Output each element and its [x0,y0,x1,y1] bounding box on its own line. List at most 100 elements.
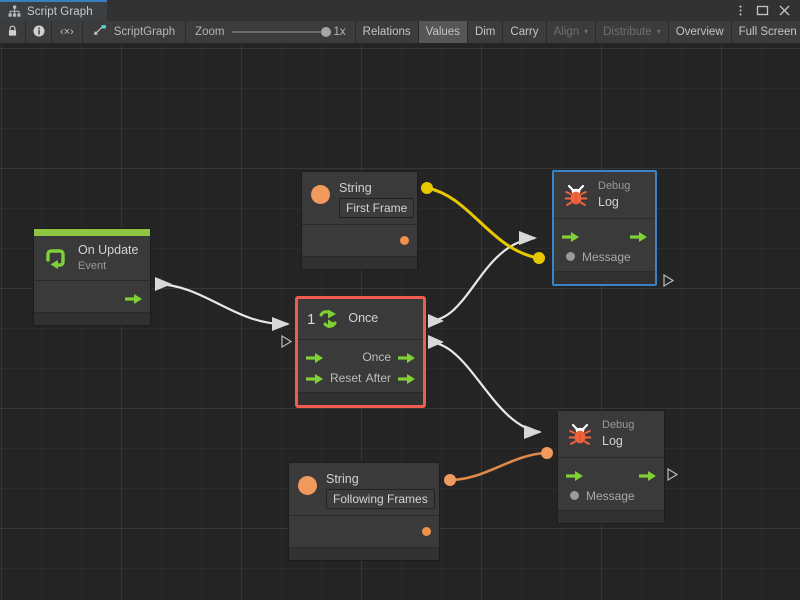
full-screen-button[interactable]: Full Screen [732,21,800,43]
node-footer [298,392,423,405]
port-row-flow-out[interactable] [34,287,150,308]
port-row-value-out[interactable] [289,523,439,541]
node-accent-bar [34,229,150,236]
node-body: Message [558,458,664,510]
window-tab-bar: Script Graph [0,0,800,21]
zoom-control[interactable]: Zoom 1x [186,21,356,43]
info-button[interactable] [26,21,52,43]
lock-button[interactable] [0,21,26,43]
value-out-dot-icon[interactable] [422,527,431,536]
port-label-once: Once [362,350,391,364]
port-row-flow[interactable] [554,225,655,246]
flow-out-arrow-icon[interactable] [125,292,142,304]
lock-icon [7,25,18,40]
node-title-group: String First Frame [339,181,414,218]
maximize-icon[interactable] [756,4,769,17]
code-view-button[interactable]: ‹×› [52,21,83,43]
external-flow-in-triangle-once-reset[interactable] [281,335,292,348]
flow-in-arrow-icon[interactable] [306,351,323,363]
update-loop-icon [43,246,69,270]
info-icon [33,25,45,40]
align-dropdown[interactable]: Align ▾ [547,21,597,43]
node-title: On Update [78,243,138,259]
tab-script-graph[interactable]: Script Graph [0,0,107,21]
node-title: Log [598,195,630,211]
node-string-following-frames[interactable]: String Following Frames [288,462,440,561]
relations-label: Relations [363,26,411,38]
relations-button[interactable]: Relations [356,21,419,43]
node-body: Once [298,340,423,392]
flow-out-arrow-icon[interactable] [398,351,415,363]
node-on-update[interactable]: On Update Event [33,228,151,326]
string-value-input[interactable]: Following Frames [326,489,435,509]
chevron-down-icon: ▾ [657,28,661,36]
port-label-reset: Reset [330,371,361,385]
tab-label: Script Graph [27,6,93,18]
node-title: Once [348,311,378,327]
flow-out-arrow-icon[interactable] [398,372,415,384]
node-string-first-frame[interactable]: String First Frame [301,171,418,270]
port-label-after: After [366,371,391,385]
flow-out-arrow-icon[interactable] [630,230,647,242]
node-title-group: Debug Log [598,180,630,210]
port-left-group: Reset [306,371,361,385]
flow-in-arrow-icon[interactable] [562,230,579,242]
port-row-message[interactable]: Message [554,246,655,267]
close-icon[interactable] [778,4,791,17]
graph-name-label: ScriptGraph [114,26,175,38]
port-left-group: Message [566,489,635,503]
message-input-dot-icon[interactable] [566,252,575,261]
flow-in-arrow-icon[interactable] [566,469,583,481]
carry-label: Carry [510,26,538,38]
node-title: String [326,472,435,488]
port-row-value-out[interactable] [302,232,417,250]
message-input-dot-icon[interactable] [570,491,579,500]
node-subtitle: Debug [598,180,630,194]
node-subtitle: Event [78,260,138,274]
values-button[interactable]: Values [419,21,468,43]
bug-icon [567,422,593,446]
port-row-once[interactable]: Once [298,346,423,367]
port-row-reset-after[interactable]: Reset After [298,367,423,388]
dim-label: Dim [475,26,495,38]
node-header: 1 Once [298,299,423,340]
node-body [302,225,417,256]
node-title-group: On Update Event [78,243,138,273]
port-left-group: Message [562,250,631,264]
orange-circle-icon [311,185,330,204]
node-title: String [339,181,414,197]
dim-button[interactable]: Dim [468,21,503,43]
string-value-input[interactable]: First Frame [339,198,414,218]
node-footer [558,510,664,523]
node-header: String First Frame [302,172,417,225]
graph-name-breadcrumb[interactable]: ScriptGraph [83,21,186,43]
kebab-menu-icon[interactable] [734,4,747,17]
node-header: Debug Log [558,411,664,458]
node-debug-log-top[interactable]: Debug Log [553,171,656,285]
graph-canvas[interactable]: On Update Event St [0,44,800,600]
zoom-slider-handle[interactable] [321,27,331,37]
port-label-message: Message [582,250,631,264]
distribute-dropdown[interactable]: Distribute ▾ [596,21,669,43]
port-row-message[interactable]: Message [558,485,664,506]
once-cycle-icon: 1 [307,308,339,330]
bug-icon [563,183,589,207]
port-label-message: Message [586,489,635,503]
zoom-slider[interactable] [232,31,327,33]
node-once[interactable]: 1 Once [297,298,424,406]
node-body [34,281,150,312]
node-title: Log [602,434,634,450]
port-row-flow[interactable] [558,464,664,485]
port-right-group [125,292,142,304]
node-body: Message [554,219,655,271]
external-flow-out-triangle-debug-top[interactable] [663,274,674,287]
graph-hierarchy-icon [8,5,21,18]
node-title-group: String Following Frames [326,472,435,509]
node-debug-log-bottom[interactable]: Debug Log [557,410,665,524]
value-out-dot-icon[interactable] [400,236,409,245]
carry-button[interactable]: Carry [503,21,546,43]
flow-out-arrow-icon[interactable] [639,469,656,481]
external-flow-out-triangle-debug-bottom[interactable] [667,468,678,481]
overview-button[interactable]: Overview [669,21,732,43]
flow-in-arrow-icon[interactable] [306,372,323,384]
